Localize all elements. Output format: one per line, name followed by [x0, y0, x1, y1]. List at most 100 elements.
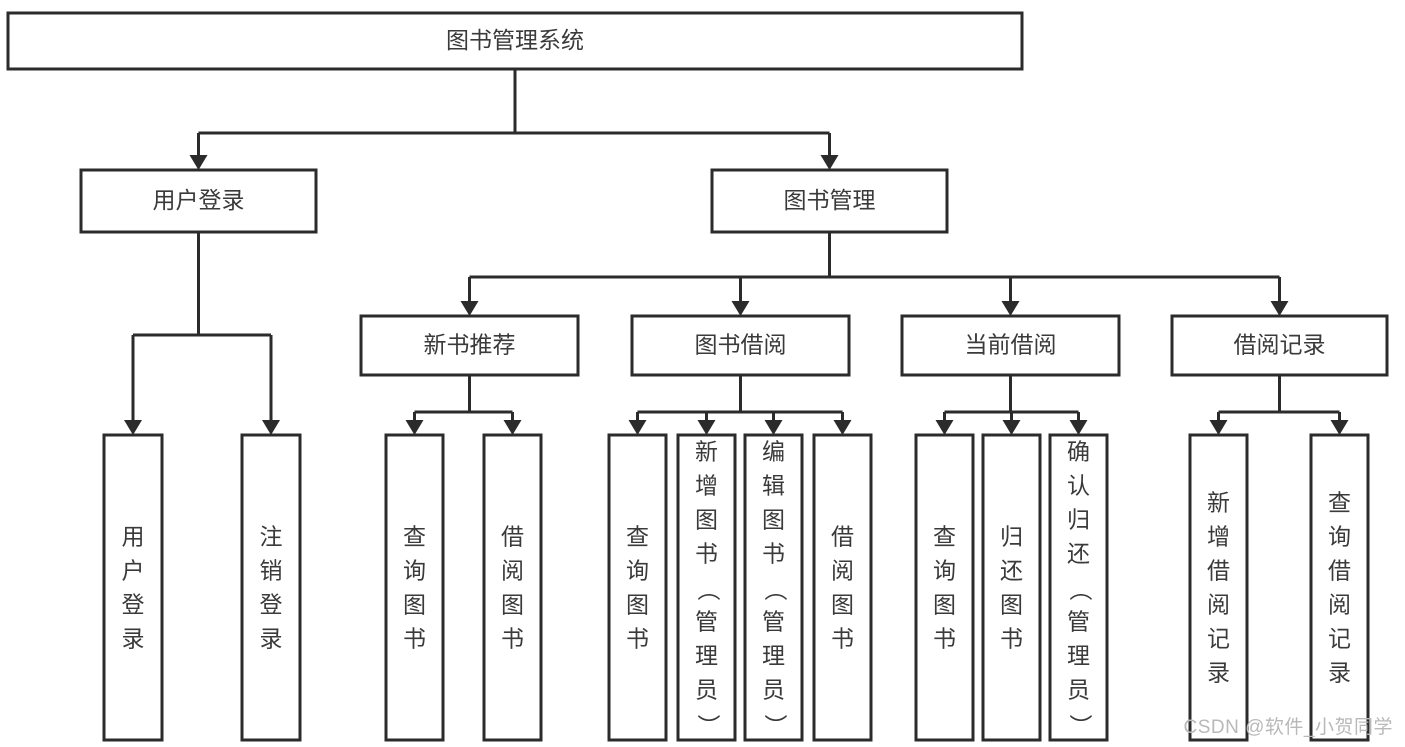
leaf-node-node-11-新增借阅记录-rect[interactable] [1188, 433, 1249, 742]
svg-text:编: 编 [762, 439, 785, 465]
leaf-branch-2-0-arrowhead-icon [628, 420, 647, 435]
svg-text:图: 图 [1000, 592, 1023, 618]
root-node-node-0-图书管理系统[interactable] [6, 11, 1024, 71]
svg-text:书: 书 [501, 626, 524, 652]
level3-node-node-3-借阅记录[interactable] [1170, 314, 1389, 377]
svg-text:阅: 阅 [1328, 592, 1351, 618]
leaf-branch-0-0-arrowhead-icon [124, 420, 142, 435]
svg-text:员: 员 [762, 677, 785, 703]
svg-text:新: 新 [695, 439, 718, 465]
leaf-node-node-3-借阅图书[interactable] [482, 433, 543, 742]
level3-node-node-2-当前借阅[interactable] [900, 314, 1121, 377]
svg-text:录: 录 [122, 626, 145, 652]
leaf-node-node-6-编辑图书管理员[interactable] [743, 433, 804, 742]
svg-text:辑: 辑 [762, 473, 785, 499]
leaf-node-node-12-查询借阅记录[interactable] [1309, 433, 1370, 742]
leaf-node-node-0-用户登录-label: 用户登录 [122, 524, 145, 652]
leaf-node-node-10-确认归还管理员-rect[interactable] [1048, 433, 1109, 742]
leaf-node-node-11-新增借阅记录[interactable] [1188, 433, 1249, 742]
level2-node-node-0-用户登录[interactable] [79, 168, 318, 234]
level3-branch-3-arrowhead-icon [1270, 301, 1289, 316]
leaf-node-node-2-查询图书[interactable] [384, 433, 445, 742]
level3-node-node-0-新书推荐-rect[interactable] [359, 314, 580, 377]
svg-text:管: 管 [695, 609, 718, 635]
leaf-node-node-1-注销登录-rect[interactable] [240, 433, 302, 742]
svg-text:图: 图 [695, 507, 718, 533]
svg-text:借: 借 [831, 524, 854, 550]
svg-text:（: （ [762, 578, 788, 601]
svg-text:认: 认 [1067, 473, 1090, 499]
leaf-node-node-12-查询借阅记录-rect[interactable] [1309, 433, 1370, 742]
leaf-branch-1-0-arrowhead-icon [405, 420, 424, 435]
svg-text:还: 还 [1067, 541, 1090, 567]
svg-text:阅: 阅 [831, 558, 854, 584]
level3-branch-2-arrowhead-icon [1001, 301, 1020, 316]
svg-text:记: 记 [1328, 626, 1351, 652]
svg-text:书: 书 [695, 541, 718, 567]
leaf-branch-2-3-arrowhead-icon [833, 420, 852, 435]
node-labels: 图书管理系统用户登录图书管理新书推荐图书借阅当前借阅借阅记录用户登录注销登录查询… [122, 27, 1352, 737]
leaf-node-node-5-新增图书管理员-rect[interactable] [676, 433, 737, 742]
svg-text:图: 图 [762, 507, 785, 533]
leaf-node-node-3-借阅图书-rect[interactable] [482, 433, 543, 742]
leaf-node-node-10-确认归还管理员[interactable] [1048, 433, 1109, 742]
root-node-node-0-图书管理系统-rect[interactable] [6, 11, 1024, 71]
level2-node-node-1-图书管理-rect[interactable] [710, 168, 949, 234]
leaf-node-node-9-归还图书[interactable] [981, 433, 1042, 742]
leaf-node-node-6-编辑图书管理员-rect[interactable] [743, 433, 804, 742]
level2-branch-0-arrowhead-icon [189, 155, 208, 170]
leaf-node-node-7-借阅图书-rect[interactable] [812, 433, 873, 742]
svg-text:阅: 阅 [501, 558, 524, 584]
leaf-branch-4-0-arrowhead-icon [1209, 420, 1228, 435]
leaf-node-node-8-查询图书-rect[interactable] [914, 433, 975, 742]
leaf-branch-4-1-arrowhead-icon [1330, 420, 1349, 435]
svg-text:管: 管 [1067, 609, 1090, 635]
svg-text:增: 增 [1207, 524, 1230, 550]
svg-text:）: ） [695, 714, 721, 737]
leaf-node-node-2-查询图书-rect[interactable] [384, 433, 445, 742]
leaf-node-node-4-查询图书[interactable] [607, 433, 668, 742]
leaf-node-node-0-用户登录[interactable] [102, 433, 164, 742]
svg-text:书: 书 [831, 626, 854, 652]
leaf-branch-3-2-arrowhead-icon [1069, 420, 1088, 435]
level3-node-node-1-图书借阅[interactable] [630, 314, 851, 377]
svg-text:确: 确 [1067, 439, 1090, 465]
level3-node-node-0-新书推荐-label: 新书推荐 [424, 332, 516, 358]
svg-text:图: 图 [831, 592, 854, 618]
leaf-node-node-0-用户登录-rect[interactable] [102, 433, 164, 742]
svg-text:员: 员 [1067, 677, 1090, 703]
level3-node-node-3-借阅记录-label: 借阅记录 [1234, 332, 1326, 358]
level2-node-node-1-图书管理[interactable] [710, 168, 949, 234]
level3-node-node-0-新书推荐[interactable] [359, 314, 580, 377]
leaf-node-node-4-查询图书-rect[interactable] [607, 433, 668, 742]
svg-text:录: 录 [1328, 660, 1351, 686]
svg-text:还: 还 [1000, 558, 1023, 584]
level3-node-node-1-图书借阅-rect[interactable] [630, 314, 851, 377]
level3-node-node-2-当前借阅-label: 当前借阅 [965, 332, 1057, 358]
leaf-node-node-5-新增图书管理员[interactable] [676, 433, 737, 742]
svg-text:查: 查 [933, 524, 956, 550]
svg-text:用: 用 [122, 524, 145, 550]
level3-node-node-3-借阅记录-rect[interactable] [1170, 314, 1389, 377]
svg-text:询: 询 [1328, 524, 1351, 550]
level3-node-node-2-当前借阅-rect[interactable] [900, 314, 1121, 377]
leaf-node-node-8-查询图书[interactable] [914, 433, 975, 742]
svg-text:询: 询 [403, 558, 426, 584]
leaf-node-node-9-归还图书-rect[interactable] [981, 433, 1042, 742]
svg-text:登: 登 [260, 592, 283, 618]
svg-text:图: 图 [403, 592, 426, 618]
svg-text:管: 管 [762, 609, 785, 635]
level2-node-node-0-用户登录-label: 用户登录 [153, 187, 245, 213]
leaf-node-node-7-借阅图书[interactable] [812, 433, 873, 742]
level2-node-node-0-用户登录-rect[interactable] [79, 168, 318, 234]
svg-text:图: 图 [501, 592, 524, 618]
leaf-node-node-1-注销登录[interactable] [240, 433, 302, 742]
